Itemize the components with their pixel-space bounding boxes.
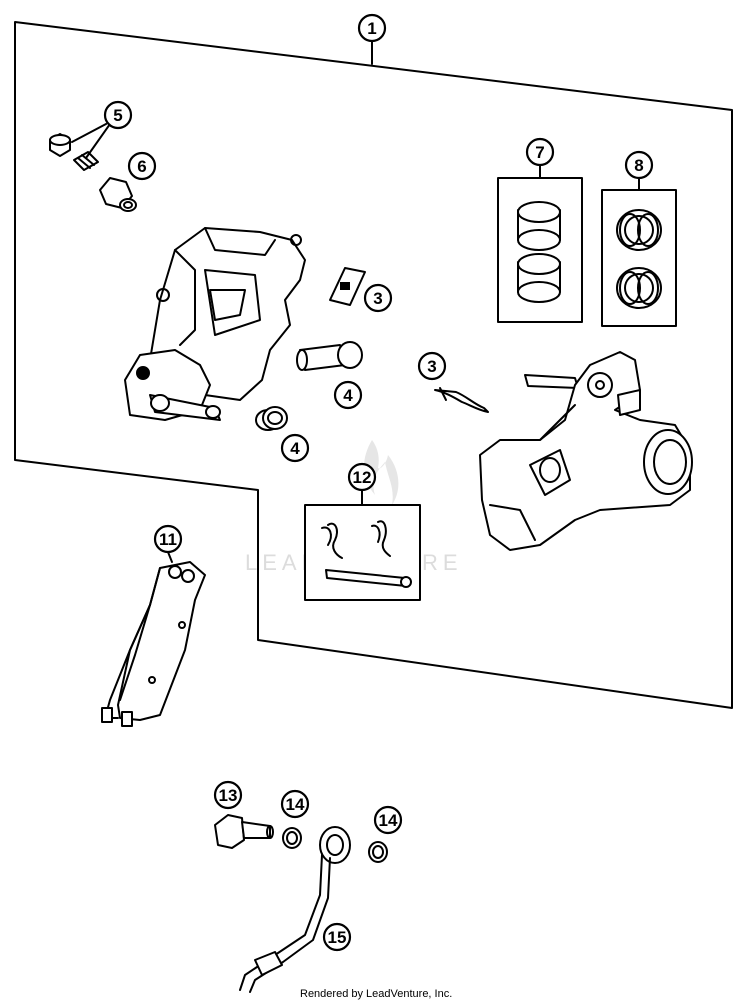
- callout-5-label: 5: [113, 106, 122, 125]
- banjo-bolt-part: [214, 814, 274, 849]
- leader-line-11: [167, 551, 173, 563]
- washer-part-left: [282, 827, 302, 849]
- brake-line-part: [239, 826, 351, 993]
- callout-6-label: 6: [137, 157, 146, 176]
- callout-3-upper: 3: [363, 283, 393, 313]
- bushing-part: [99, 177, 137, 212]
- pad-spring-part-upper: [329, 267, 366, 306]
- guide-pin-boot-part: [255, 406, 288, 431]
- callout-15-label: 15: [328, 928, 347, 947]
- callout-12: 12: [347, 462, 377, 492]
- washer-part-left-inner: [286, 831, 298, 845]
- callout-14-right-label: 14: [379, 811, 398, 830]
- assembly-outline: [14, 21, 733, 709]
- footer-credit: Rendered by LeadVenture, Inc.: [300, 988, 452, 1000]
- callout-8-label: 8: [634, 156, 643, 175]
- callout-14-right: 14: [373, 805, 403, 835]
- callout-8: 8: [624, 150, 654, 180]
- callout-6: 6: [127, 151, 157, 181]
- callout-14-left-label: 14: [286, 795, 305, 814]
- washer-part-right-inner: [372, 845, 384, 859]
- callout-7: 7: [525, 137, 555, 167]
- leader-line-5a: [71, 123, 107, 143]
- guide-pin-part: [296, 341, 363, 371]
- bleed-screw-part: [49, 123, 111, 171]
- callout-4-upper: 4: [333, 380, 363, 410]
- callout-11-label: 11: [159, 530, 177, 549]
- leader-line-5b: [85, 123, 111, 159]
- callout-15: 15: [322, 922, 352, 952]
- callout-4-lower: 4: [280, 433, 310, 463]
- callout-1: 1: [357, 13, 387, 43]
- callout-4-upper-label: 4: [343, 386, 353, 405]
- seal-kit-part: [601, 177, 677, 327]
- callout-13-label: 13: [219, 786, 238, 805]
- watermark-flame-logo: [364, 440, 399, 505]
- callout-3-lower-label: 3: [427, 357, 436, 376]
- callout-14-left: 14: [280, 789, 310, 819]
- callout-7-label: 7: [535, 143, 544, 162]
- callout-11: 11: [153, 524, 183, 554]
- brake-pad-part: [101, 551, 206, 727]
- callout-5: 5: [103, 100, 133, 130]
- callout-3-lower: 3: [417, 351, 447, 381]
- callout-4-lower-label: 4: [290, 439, 300, 458]
- caliper-body-part: [124, 227, 306, 421]
- pad-pin-kit-part: [304, 489, 421, 601]
- washer-part-right: [368, 841, 388, 863]
- callout-13: 13: [213, 780, 243, 810]
- callout-1-label: 1: [367, 19, 376, 38]
- caliper-bracket-part: [479, 351, 693, 551]
- callout-3-upper-label: 3: [373, 289, 382, 308]
- callout-12-label: 12: [353, 468, 372, 487]
- piston-kit-part: [497, 164, 583, 323]
- pad-spring-part-lower: [434, 387, 489, 413]
